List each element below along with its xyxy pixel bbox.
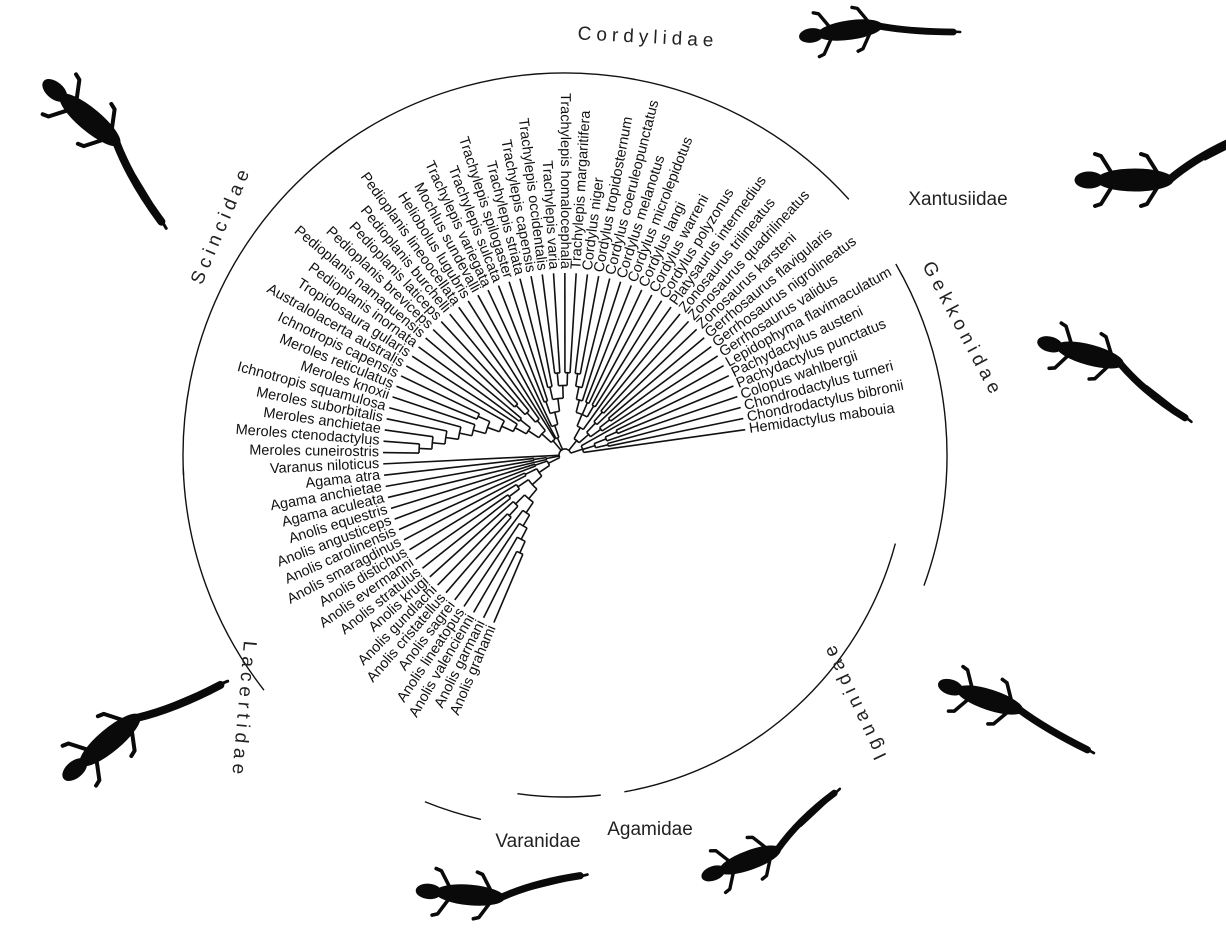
internal-branch [542, 434, 551, 443]
terminal-branch [581, 366, 723, 446]
internal-branch [596, 445, 608, 448]
terminal-branch [478, 295, 556, 438]
iguanidae-arc [624, 544, 895, 792]
terminal-branch [385, 430, 433, 437]
internal-branch [569, 441, 577, 451]
internal-branch [509, 489, 519, 497]
skink-icon [22, 62, 205, 229]
internal-branch [576, 374, 578, 387]
terminal-branch [583, 307, 671, 429]
terminal-branch [384, 458, 534, 475]
scincidae-label: Scincidae [187, 162, 256, 287]
cordylid-lizard-icon [796, 0, 960, 59]
agamid-lizard-icon [690, 789, 860, 898]
node-arc [523, 510, 530, 515]
terminal-branch [401, 376, 479, 414]
terminal-branch [438, 514, 508, 585]
internal-branch [520, 541, 525, 553]
terminal-branch [604, 321, 689, 413]
terminal-branch [474, 537, 518, 612]
internal-branch [532, 476, 541, 485]
internal-branch [539, 465, 550, 472]
gekkonidae-label: Gekkonidae [918, 258, 1008, 402]
internal-branch [487, 427, 499, 431]
node-arc [605, 437, 607, 441]
tree-branches [383, 273, 745, 623]
internal-branch [576, 387, 579, 399]
terminal-branch [542, 274, 554, 373]
xantusiid-lizard-icon [1075, 129, 1226, 206]
internal-branch [459, 433, 471, 436]
lacertidae-label: Lacertidae [227, 640, 260, 780]
terminal-branch [582, 282, 620, 401]
varanidae-arc [425, 802, 481, 820]
internal-branch [478, 416, 490, 421]
node-arc [594, 444, 595, 448]
internal-branch [594, 439, 606, 444]
terminal-branch [575, 274, 587, 373]
varanidae-label: Varanidae [495, 831, 580, 852]
internal-branch [520, 420, 530, 428]
internal-branch [576, 400, 579, 412]
lacertid-lizard-icon [47, 638, 227, 802]
internal-branch [419, 448, 432, 449]
monitor-lizard-icon [414, 860, 587, 929]
internal-branch [516, 405, 525, 414]
node-arc [576, 399, 582, 401]
gekkonidae-arc [896, 264, 947, 586]
iguanidae-label: Iguanidae [818, 638, 891, 763]
internal-branch [473, 430, 485, 433]
terminal-branch [389, 408, 461, 427]
internal-branch [502, 426, 514, 431]
internal-branch [579, 434, 589, 442]
node-arc [432, 437, 433, 449]
internal-branch [516, 495, 525, 504]
internal-branch [557, 373, 558, 386]
internal-branch [529, 489, 537, 499]
internal-branch [582, 403, 587, 415]
terminal-branch [570, 273, 576, 372]
terminal-branch [597, 329, 697, 424]
terminal-branch [589, 290, 642, 404]
terminal-branch [464, 523, 519, 606]
internal-branch [550, 387, 553, 399]
terminal-branch [554, 273, 560, 372]
agamidae-arc [517, 794, 600, 797]
internal-branch [574, 428, 580, 439]
terminal-branch [616, 376, 729, 431]
node-arc [553, 398, 564, 399]
internal-branch [526, 502, 533, 513]
node-arc [537, 469, 542, 476]
node-arc [519, 523, 527, 528]
terminal-branch [509, 282, 547, 401]
agamidae-label: Agamidae [607, 819, 693, 840]
gecko-icon [1028, 318, 1207, 421]
cordylidae-label: Cordylidae [577, 23, 719, 51]
internal-branch [521, 528, 527, 539]
internal-branch [509, 506, 518, 515]
internal-branch [523, 515, 529, 526]
internal-branch [587, 423, 596, 432]
xantusiidae-label: Xantusiidae [908, 189, 1007, 210]
internal-branch [605, 432, 617, 437]
node-arc [575, 373, 580, 374]
internal-branch [515, 428, 526, 434]
internal-branch [555, 412, 558, 424]
terminal-branch [384, 441, 420, 444]
internal-branch [528, 431, 539, 438]
anole-icon [931, 661, 1106, 758]
internal-branch [432, 443, 445, 444]
internal-branch [446, 437, 459, 439]
internal-branch [583, 446, 595, 450]
node-arc [576, 386, 582, 387]
internal-branch [527, 413, 536, 422]
internal-branch [546, 401, 550, 413]
internal-branch [558, 399, 560, 412]
internal-branch [571, 449, 583, 453]
internal-branch [577, 414, 582, 426]
internal-branch [518, 480, 529, 487]
